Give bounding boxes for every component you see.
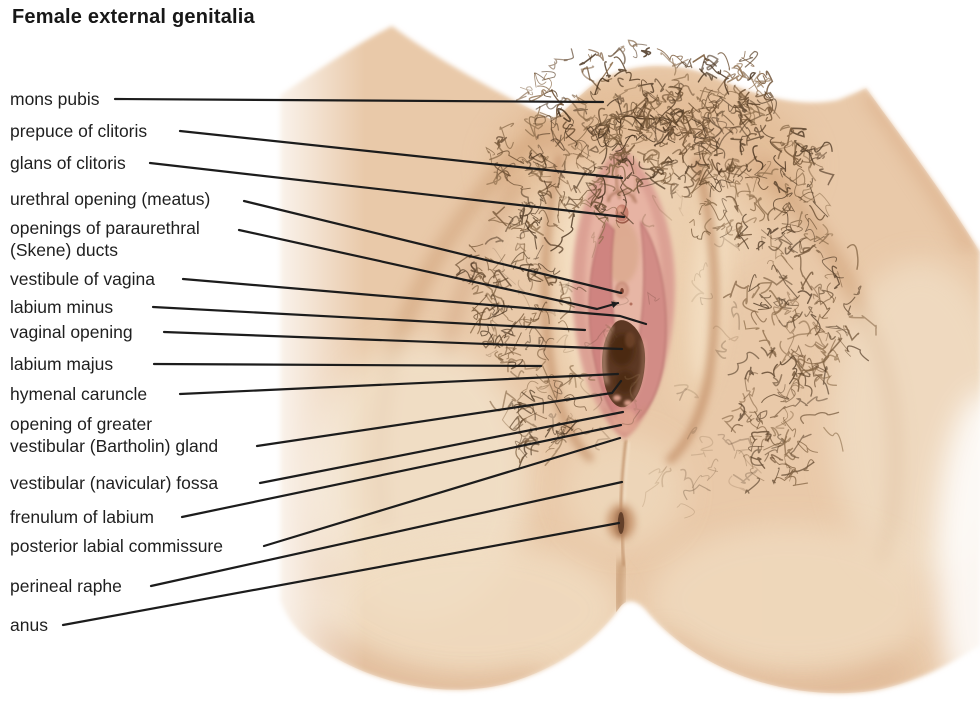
leader-line-perineal-raphe [149, 480, 624, 588]
leader-line-navicular-fossa [258, 410, 625, 485]
label-prepuce-of-clitoris: prepuce of clitoris [10, 121, 148, 141]
leader-line-prepuce-of-clitoris [178, 129, 624, 180]
leader-line-paraurethral-ducts [237, 228, 620, 311]
label-urethral-opening: urethral opening (meatus) [10, 189, 211, 209]
label-hymenal-caruncle: hymenal caruncle [10, 384, 148, 404]
figure-title: Female external genitalia [12, 6, 255, 28]
label-labium-majus: labium majus [10, 354, 114, 374]
leader-line-labium-minus [151, 305, 587, 332]
leader-line-vaginal-opening [162, 330, 624, 351]
label-posterior-labial-commissure: posterior labial commissure [10, 536, 223, 556]
leader-line-hymenal-caruncle [178, 372, 620, 396]
label-glans-of-clitoris: glans of clitoris [10, 153, 126, 173]
leader-line-labium-majus [152, 362, 543, 368]
label-perineal-raphe: perineal raphe [10, 576, 122, 596]
label-paraurethral-ducts: openings of paraurethral (Skene) ducts [10, 218, 200, 260]
label-navicular-fossa: vestibular (navicular) fossa [10, 473, 219, 493]
left-fade [255, 0, 365, 706]
label-anus: anus [10, 615, 48, 635]
label-vestibule-of-vagina: vestibule of vagina [10, 269, 155, 289]
leader-lines [61, 97, 648, 627]
anus-shape [617, 512, 625, 534]
leader-line-urethral-opening [242, 199, 623, 295]
label-bartholin-gland: opening of greater vestibular (Bartholin… [10, 414, 219, 456]
label-frenulum-of-labium: frenulum of labium [10, 507, 154, 527]
right-fade [936, 392, 980, 706]
leader-line-glans-of-clitoris [148, 161, 626, 219]
leader-line-mons-pubis [113, 97, 605, 104]
label-mons-pubis: mons pubis [10, 89, 100, 109]
hymenal-caruncle-bump [613, 395, 621, 401]
label-vaginal-opening: vaginal opening [10, 322, 133, 342]
leader-line-bartholin-gland [255, 379, 623, 448]
label-labium-minus: labium minus [10, 297, 114, 317]
leader-line-posterior-labial-commissure [262, 436, 622, 548]
leader-line-frenulum-of-labium [180, 423, 623, 519]
leader-line-anus [61, 521, 621, 627]
pubic-hair [454, 39, 877, 519]
leader-line-vestibule-of-vagina [181, 277, 648, 326]
